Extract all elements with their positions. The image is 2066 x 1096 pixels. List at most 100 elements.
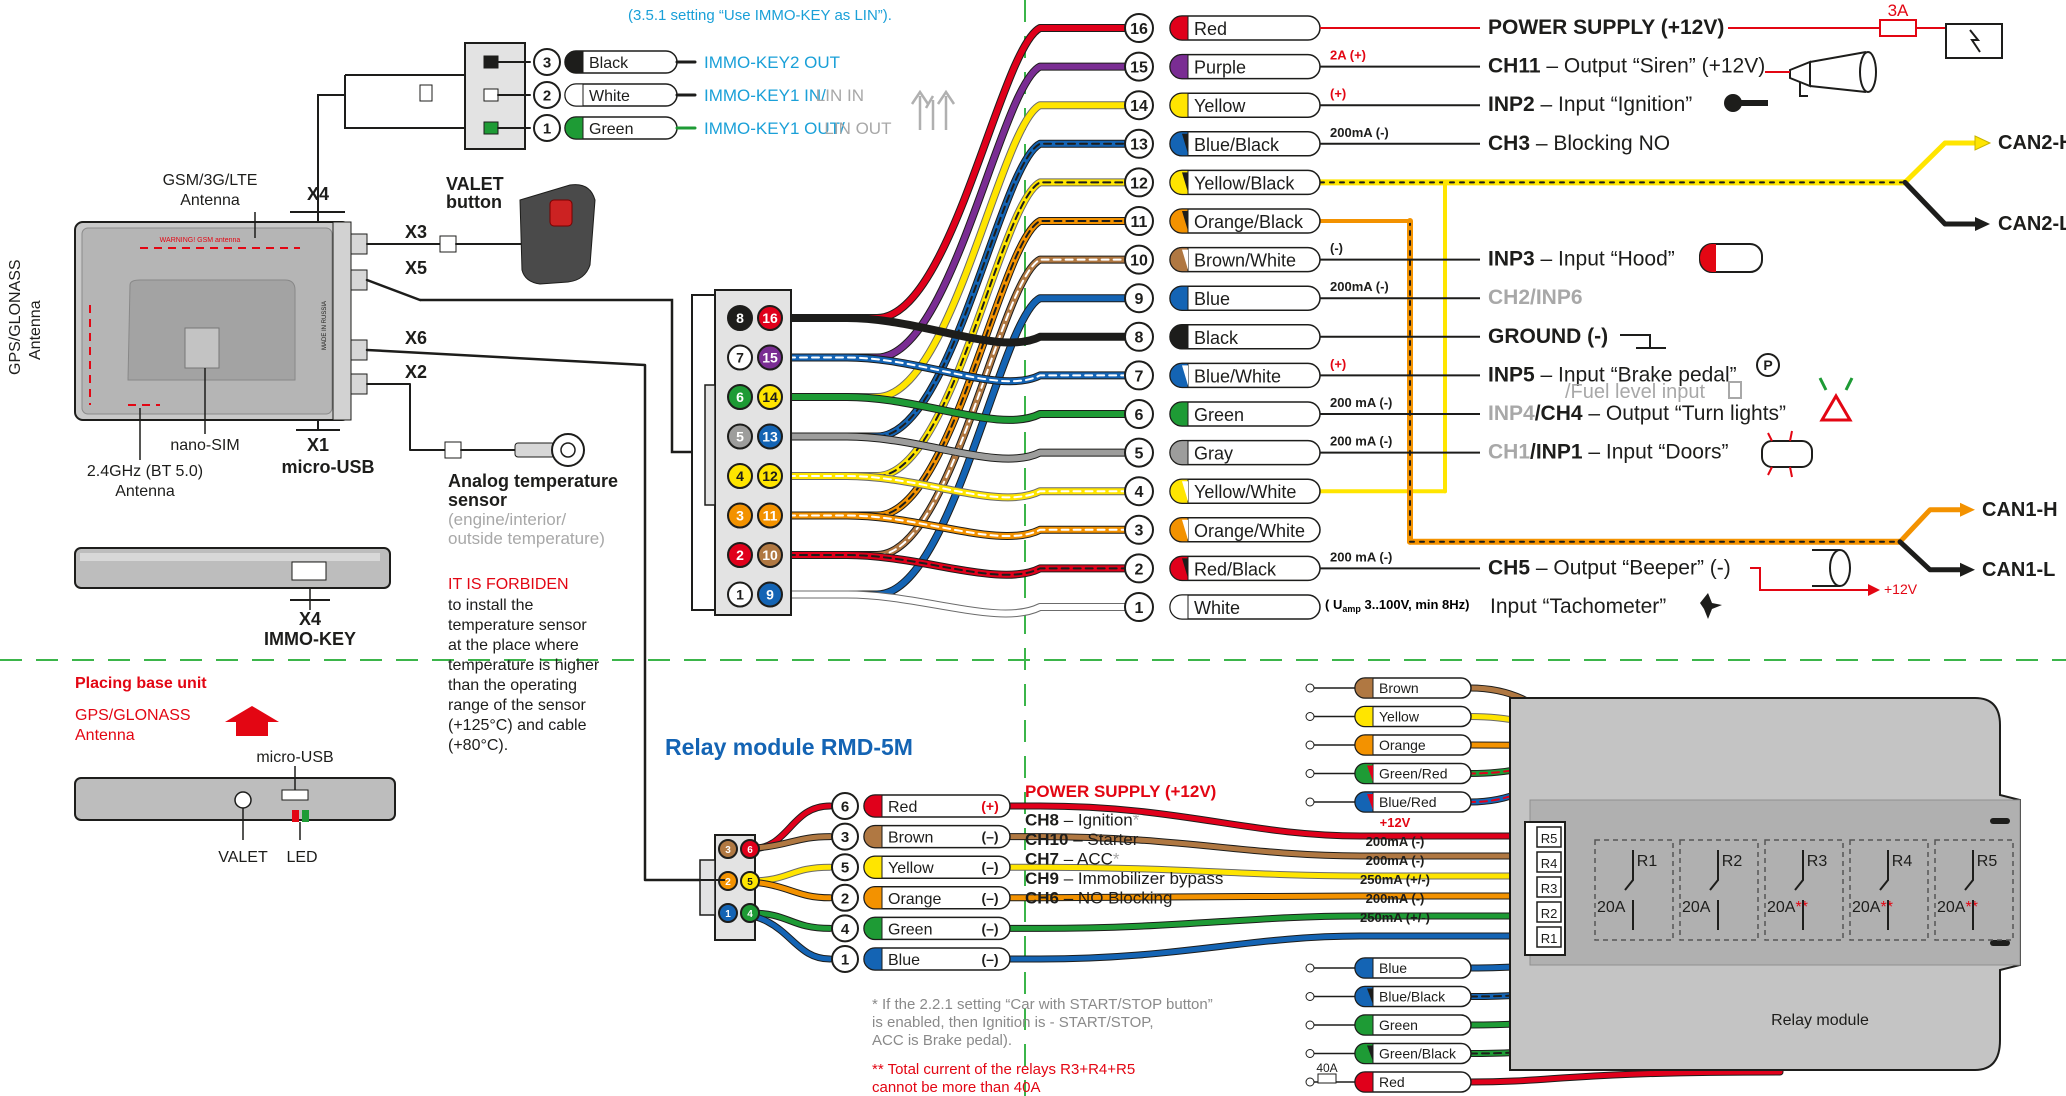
pin-number: 5 xyxy=(841,860,849,877)
main-wire-label xyxy=(1169,285,1321,311)
relay-wire-number xyxy=(831,914,859,943)
pin-number: 3 xyxy=(841,829,849,846)
wire-color-label: Brown/White xyxy=(1194,251,1296,271)
temp-warning-line: at the place where xyxy=(448,637,579,654)
wire-color-swatch xyxy=(564,83,584,107)
relay-function: CH8 – Ignition* xyxy=(1025,811,1140,830)
relay-block-label: R2 xyxy=(1541,906,1558,921)
main-wire-number-circle xyxy=(1124,206,1154,236)
function-label: CH5 – Output “Beeper” (-) xyxy=(1488,556,1731,579)
nano-sim-label: nano-SIM xyxy=(170,437,239,454)
main-connector-latch xyxy=(704,384,716,506)
function-label: INP4/CH4 – Output “Turn lights” xyxy=(1488,402,1786,425)
relay-title: Relay module RMD-5M xyxy=(665,734,913,760)
pin-number: 6 xyxy=(736,389,744,405)
wire-color-stripe xyxy=(1367,1045,1373,1062)
pin-number: 4 xyxy=(747,909,753,920)
beeper-12v-label: +12V xyxy=(1884,581,1918,597)
function-label: CH1/INP1 – Input “Doors” xyxy=(1488,441,1728,464)
main-wire-note: (-) xyxy=(1330,241,1343,256)
main-wire-note: 200mA (-) xyxy=(1330,279,1389,294)
main-wire-number-circle xyxy=(1124,90,1154,121)
pin-number: 2 xyxy=(543,87,551,104)
function-description: – Output “Turn lights” xyxy=(1583,402,1786,425)
relay-amp: 20A xyxy=(1682,899,1711,916)
wire-color-swatch xyxy=(863,886,883,910)
relay-function-desc: – Starter xyxy=(1068,830,1138,849)
relay-function: CH10 – Starter xyxy=(1025,830,1139,849)
relay-contact-R4 xyxy=(1879,850,1889,930)
connector-pin-right xyxy=(757,423,783,450)
main-wire-number-circle xyxy=(1124,128,1154,159)
pin-number: 1 xyxy=(841,951,849,968)
pin-number: 14 xyxy=(762,389,778,405)
function-description: Input “Tachometer” xyxy=(1490,595,1666,618)
pin-number: 14 xyxy=(1130,98,1148,115)
main-wire-number-circle xyxy=(1124,553,1154,584)
wire-color-swatch xyxy=(863,794,883,818)
relay-block-label: R3 xyxy=(1541,881,1558,896)
pin-number: 3 xyxy=(736,508,744,524)
temp-warning-line: temperature is higher xyxy=(448,657,600,674)
parking-brake-icon-letter: P xyxy=(1763,357,1772,373)
pin-number: 4 xyxy=(1135,484,1144,501)
wire-color-label: Red xyxy=(1379,1074,1405,1090)
car-hood-icon-front xyxy=(1700,244,1716,272)
relay-current: 250mA (+/-) xyxy=(1360,910,1430,925)
connector-pin-right xyxy=(757,384,783,410)
pin-number: 1 xyxy=(725,909,731,920)
wire-color-label: Red/Black xyxy=(1194,559,1277,579)
x6-cable xyxy=(365,348,727,882)
wire-color-swatch xyxy=(1169,401,1189,427)
relay-box-R3 xyxy=(1764,839,1844,941)
pin-number: 9 xyxy=(1135,291,1144,308)
function-label: CH3 – Blocking NO xyxy=(1488,132,1670,155)
relay-current: 200mA (-) xyxy=(1366,891,1425,906)
hazard-arrows-icon xyxy=(1818,377,1854,391)
connector-pin-left xyxy=(727,344,753,371)
relay-current: +12V xyxy=(1380,815,1411,830)
relay-footnote-2: ** Total current of the relays R3+R4+R5 xyxy=(872,1061,1135,1078)
wire-color-label: Green xyxy=(1194,405,1244,425)
function-code: CH11 xyxy=(1488,55,1541,78)
beeper-icon xyxy=(1829,549,1851,587)
main-connector xyxy=(714,289,792,616)
temp-warning-line: (+80°C). xyxy=(448,737,508,754)
immo-relay-symbol xyxy=(419,84,433,102)
wire-color-label: Blue/White xyxy=(1194,366,1281,386)
pin-number: 5 xyxy=(736,429,744,445)
can1-l-label: CAN1-L xyxy=(1982,559,2055,581)
relay-bottom-terminal xyxy=(1305,1049,1315,1058)
main-wire-6 xyxy=(749,394,1128,423)
fuse-40a xyxy=(1317,1073,1337,1084)
fuse-3a xyxy=(1879,19,1917,37)
connector-pin-left xyxy=(727,384,753,410)
relay-name: R3 xyxy=(1807,853,1828,870)
relay-function: CH7 – ACC* xyxy=(1025,850,1120,869)
relay-block-R2 xyxy=(1536,901,1562,923)
function-code: INP2 xyxy=(1488,93,1535,116)
relay-wire-out-3 xyxy=(1007,834,1533,859)
pin-number: 8 xyxy=(1135,330,1144,347)
valet-label-2: button xyxy=(446,192,502,212)
relay-bottom-terminal xyxy=(1305,992,1315,1001)
main-wire-note: 200 mA (-) xyxy=(1330,434,1392,449)
pin-number: 13 xyxy=(762,429,778,445)
connector-pin-left xyxy=(727,423,753,450)
beeper-icon-body xyxy=(1812,549,1840,587)
function-description: – Blocking NO xyxy=(1530,132,1670,155)
placing-micro-usb: micro-USB xyxy=(256,749,333,766)
car-doors-icon xyxy=(1761,440,1813,468)
connector-pin-right xyxy=(757,581,783,608)
relay-block-label: R4 xyxy=(1541,856,1558,871)
connector-pin-right xyxy=(757,344,783,371)
can2-h-arrow xyxy=(1974,135,1992,151)
port-x6 xyxy=(350,339,368,361)
relay-contact-R3 xyxy=(1794,850,1804,930)
pin-number: 16 xyxy=(1130,21,1148,38)
wire-color-swatch xyxy=(564,50,584,74)
wire-color-swatch xyxy=(863,825,883,849)
main-wire-number-circle xyxy=(1124,283,1154,314)
